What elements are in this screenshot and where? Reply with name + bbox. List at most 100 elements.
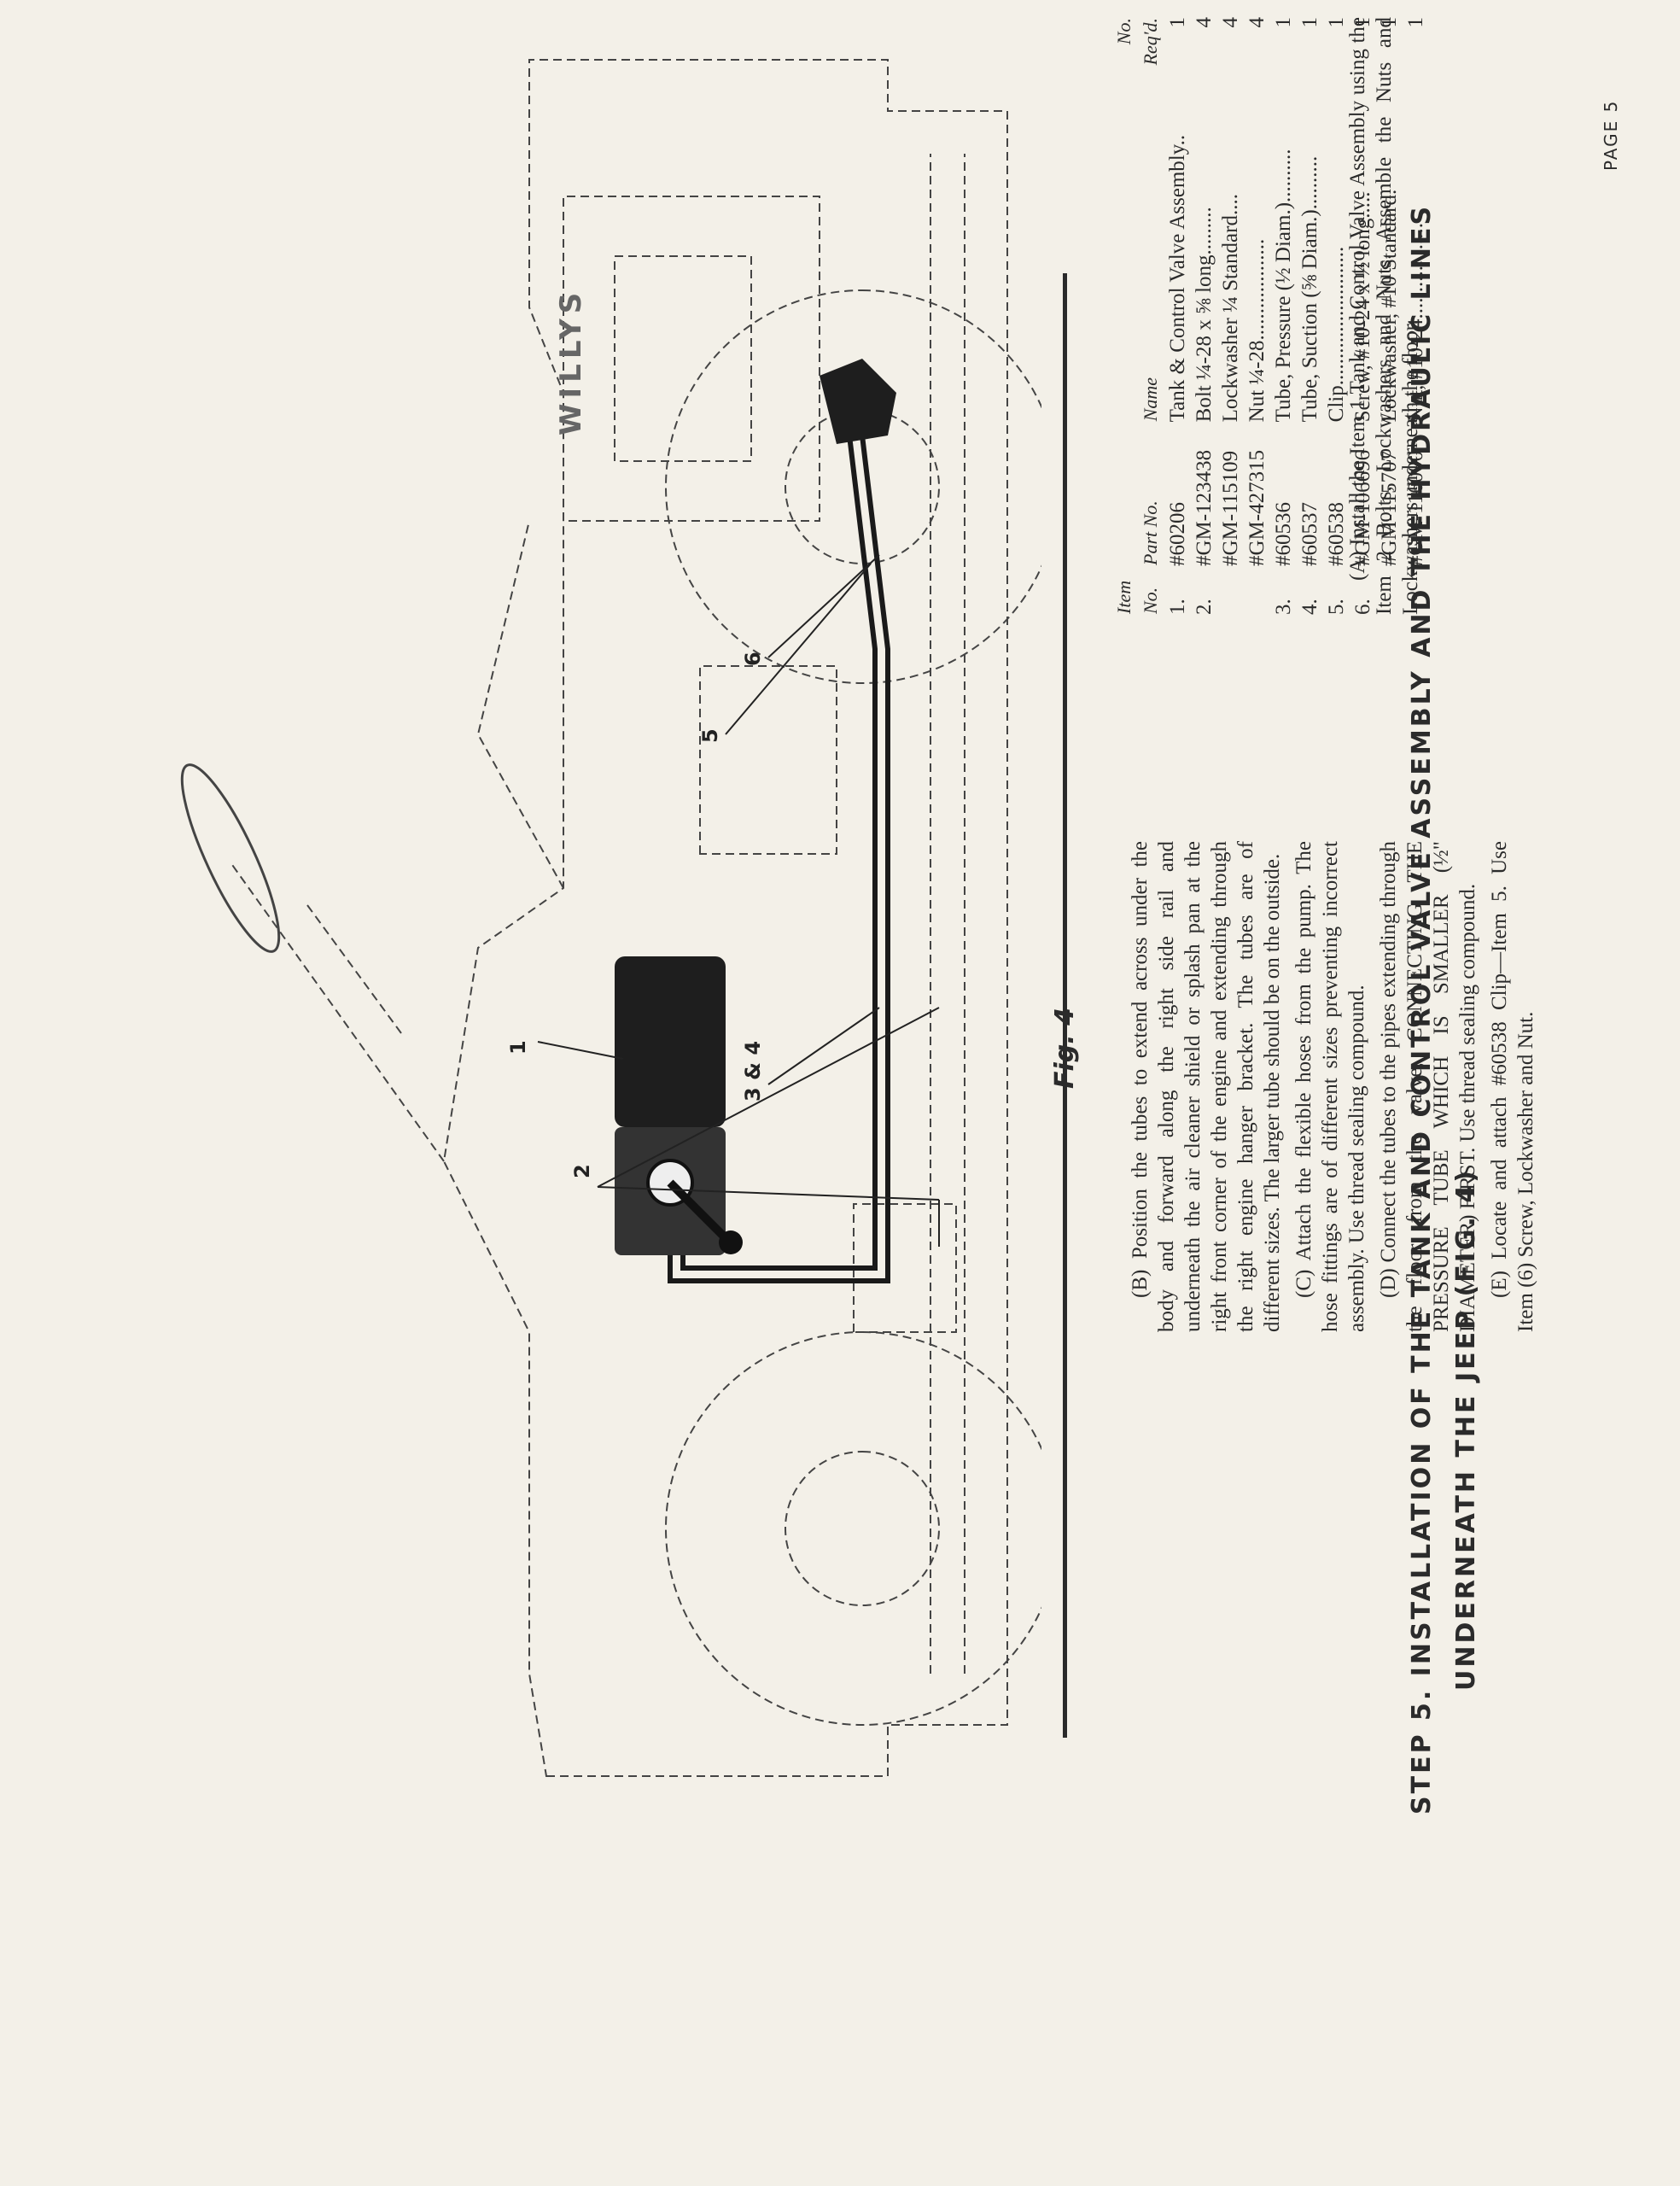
item-no: 2. xyxy=(1191,566,1217,615)
part-name-text: Lockwasher ¼ Standard xyxy=(1219,215,1242,423)
col-qty: No. Req'd. xyxy=(1113,17,1161,66)
item-no xyxy=(1217,566,1244,615)
pressure-tube xyxy=(668,435,890,1283)
grille-label: WILLYS xyxy=(554,288,588,435)
part-name-text: Tube, Suction (⅝ Diam.) xyxy=(1298,209,1321,423)
steering-wheel xyxy=(180,763,281,953)
rear-axle-bracket xyxy=(853,1203,957,1333)
item-no: 3. xyxy=(1270,566,1297,615)
col-item-no: Item No. xyxy=(1113,580,1161,614)
parts-table-row: 4. #60537 Tube, Suction (⅝ Diam.).........… xyxy=(1297,17,1323,615)
leader-1 xyxy=(537,1041,624,1060)
control-lever-knob xyxy=(719,1230,743,1254)
page-number: PAGE 5 xyxy=(1601,99,1621,171)
item-no-text: 3. xyxy=(1272,599,1295,615)
hood-line xyxy=(476,520,564,889)
part-no: #60537 xyxy=(1297,422,1323,566)
vehicle-outline xyxy=(230,59,1041,1777)
tank-control-valve-assembly xyxy=(615,956,743,1255)
callout-1: 1 xyxy=(506,1040,530,1055)
part-name-text: Tube, Pressure (½ Diam.) xyxy=(1272,202,1295,423)
callout-3-4: 3 & 4 xyxy=(741,1041,765,1102)
item-no: 1. xyxy=(1164,566,1191,615)
qty-required: 1 xyxy=(1297,17,1323,66)
step-heading: STEP 5. INSTALLATION OF THE TANK AND CON… xyxy=(1400,21,1489,1815)
parts-table-row: 2. #GM-123438 Bolt ¼-28 x ⅝ long......... 4 xyxy=(1191,17,1217,615)
qty-required-text: 4 xyxy=(1219,17,1242,28)
callout-5: 5 xyxy=(698,728,722,743)
instruction-b: (B) Position the tubes to extend across … xyxy=(1129,841,1284,1332)
steering-column xyxy=(230,862,445,1162)
engine-detail xyxy=(614,255,752,462)
part-no-text: #60536 xyxy=(1272,502,1295,566)
leader-dots: .. xyxy=(1166,134,1189,146)
suction-tube xyxy=(680,435,878,1271)
leader-dots: ................... xyxy=(1245,238,1269,341)
jeep-underside-diagram: WILLYS 1 2 3 & 4 5 xyxy=(180,59,1041,1777)
callout-leaders xyxy=(537,554,940,1247)
part-name-text: Nut ¼-28 xyxy=(1245,340,1269,423)
item-no-text: 1. xyxy=(1166,599,1189,615)
parts-table-row: 1. #60206 Tank & Control Valve Assembly.. 1 xyxy=(1164,17,1191,615)
parts-table-row: #GM-427315 Nut ¼-28................... 4 xyxy=(1244,17,1270,615)
rear-wheel-outline xyxy=(665,1331,1041,1726)
qty-required-text: 1 xyxy=(1272,17,1295,28)
callout-2: 2 xyxy=(570,1164,594,1178)
leader-3-4 xyxy=(767,1007,880,1085)
col-name: Name xyxy=(1140,377,1161,422)
qty-required-text: 4 xyxy=(1245,17,1269,28)
leader-dots: ......... xyxy=(1193,207,1216,255)
transmission xyxy=(699,665,837,855)
qty-required-text: 1 xyxy=(1166,17,1189,28)
part-no-text: #60206 xyxy=(1166,502,1189,566)
col-part-no: Part No. xyxy=(1140,500,1161,565)
part-name: Nut ¼-28................... xyxy=(1244,66,1270,423)
leader-dots: .......... xyxy=(1298,155,1321,210)
leader-dots: .......... xyxy=(1272,149,1295,202)
qty-required-text: 4 xyxy=(1193,17,1216,28)
front-wheel-outline xyxy=(665,289,1041,684)
tank-body xyxy=(615,956,726,1127)
body-outline xyxy=(442,59,1008,1777)
qty-required: 1 xyxy=(1270,17,1297,66)
part-name-text: Tank & Control Valve Assembly xyxy=(1166,145,1189,423)
part-name: Tube, Pressure (½ Diam.).......... xyxy=(1270,66,1297,422)
part-no-text: #GM-427315 xyxy=(1245,449,1269,566)
part-name-text: Bolt ¼-28 x ⅝ long xyxy=(1193,254,1216,423)
part-no-text: #60537 xyxy=(1298,502,1321,566)
leader-dots: .... xyxy=(1219,194,1242,216)
part-name: Tube, Suction (⅝ Diam.).......... xyxy=(1297,66,1323,423)
figure-bottom-rule xyxy=(1063,273,1067,1738)
parts-table-row: 3. #60536 Tube, Pressure (½ Diam.)........… xyxy=(1270,17,1297,615)
item-no-text: 4. xyxy=(1298,599,1321,615)
instruction-e: (E) Locate and attach #60538 Clip—Item 5… xyxy=(1488,841,1537,1332)
part-no: #GM-115109 xyxy=(1217,422,1244,566)
leader-5 xyxy=(725,563,872,735)
hydraulic-tubes xyxy=(668,435,890,1283)
item-no xyxy=(1244,566,1270,615)
step-heading-line-2: UNDERNEATH THE JEEP (FIG. 4) xyxy=(1451,1168,1481,1691)
qty-required: 4 xyxy=(1217,17,1244,66)
instruction-c: (C) Attach the flexible hoses from the p… xyxy=(1292,841,1368,1332)
qty-required: 1 xyxy=(1164,17,1191,66)
part-name: Tank & Control Valve Assembly.. xyxy=(1164,66,1191,422)
hydraulic-pump xyxy=(820,359,896,444)
part-no: #60206 xyxy=(1164,422,1191,566)
step-heading-line-1: STEP 5. INSTALLATION OF THE TANK AND CON… xyxy=(1407,203,1437,1815)
windshield-frame xyxy=(306,904,402,1034)
part-no-text: #GM-123438 xyxy=(1193,449,1216,566)
part-name: Lockwasher ¼ Standard.... xyxy=(1217,66,1244,422)
figure-label: Fig. 4 xyxy=(1050,1008,1080,1089)
rear-wheel-hub xyxy=(785,1451,940,1606)
item-no-text: 2. xyxy=(1193,599,1216,615)
leader-2b xyxy=(597,1007,940,1188)
item-no: 4. xyxy=(1297,566,1323,615)
qty-required: 4 xyxy=(1244,17,1270,66)
part-no: #GM-123438 xyxy=(1191,422,1217,566)
part-no: #GM-427315 xyxy=(1244,422,1270,566)
callout-6: 6 xyxy=(741,652,765,666)
part-no: #60536 xyxy=(1270,422,1297,566)
qty-required: 4 xyxy=(1191,17,1217,66)
